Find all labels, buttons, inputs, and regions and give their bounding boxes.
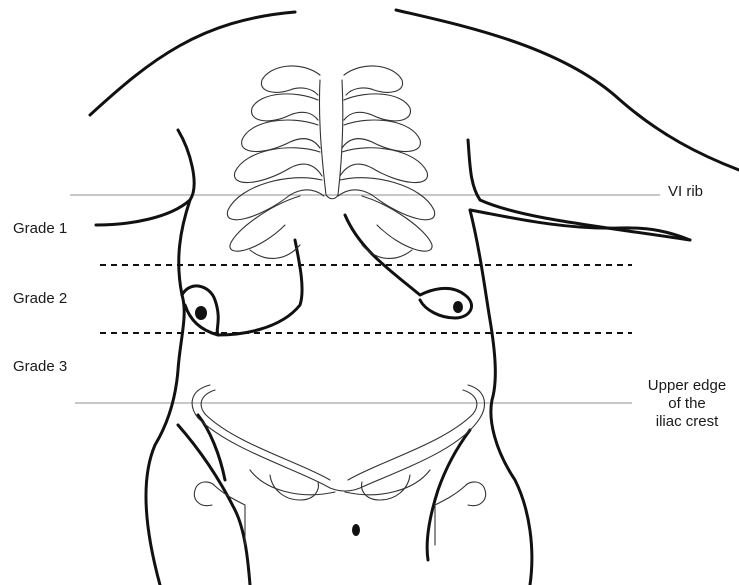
iliac-crest-label: Upper edge of the iliac crest	[641, 377, 733, 431]
left-arm-outline	[96, 130, 194, 225]
left-torso-side	[146, 200, 190, 585]
grade-2-label: Grade 2	[13, 290, 67, 308]
grade-1-label: Grade 1	[13, 220, 67, 238]
right-torso-side	[470, 210, 532, 585]
left-groin-line	[178, 425, 250, 585]
pelvis	[192, 385, 486, 545]
left-nipple	[195, 306, 207, 320]
right-nipple	[453, 301, 463, 313]
left-shoulder	[90, 12, 295, 115]
rib-cage	[227, 66, 434, 259]
grade-3-label: Grade 3	[13, 358, 67, 376]
iliac-crest-label-line3: iliac crest	[641, 413, 733, 431]
navel	[352, 524, 360, 536]
iliac-crest-label-line1: Upper edge	[641, 377, 733, 395]
iliac-crest-label-line2: of the	[641, 395, 733, 413]
right-shoulder	[396, 10, 739, 170]
vi-rib-label: VI rib	[668, 183, 703, 201]
right-breast	[345, 215, 472, 318]
right-groin-line	[427, 430, 470, 560]
right-arm-outline	[468, 140, 690, 240]
left-breast	[182, 240, 302, 335]
